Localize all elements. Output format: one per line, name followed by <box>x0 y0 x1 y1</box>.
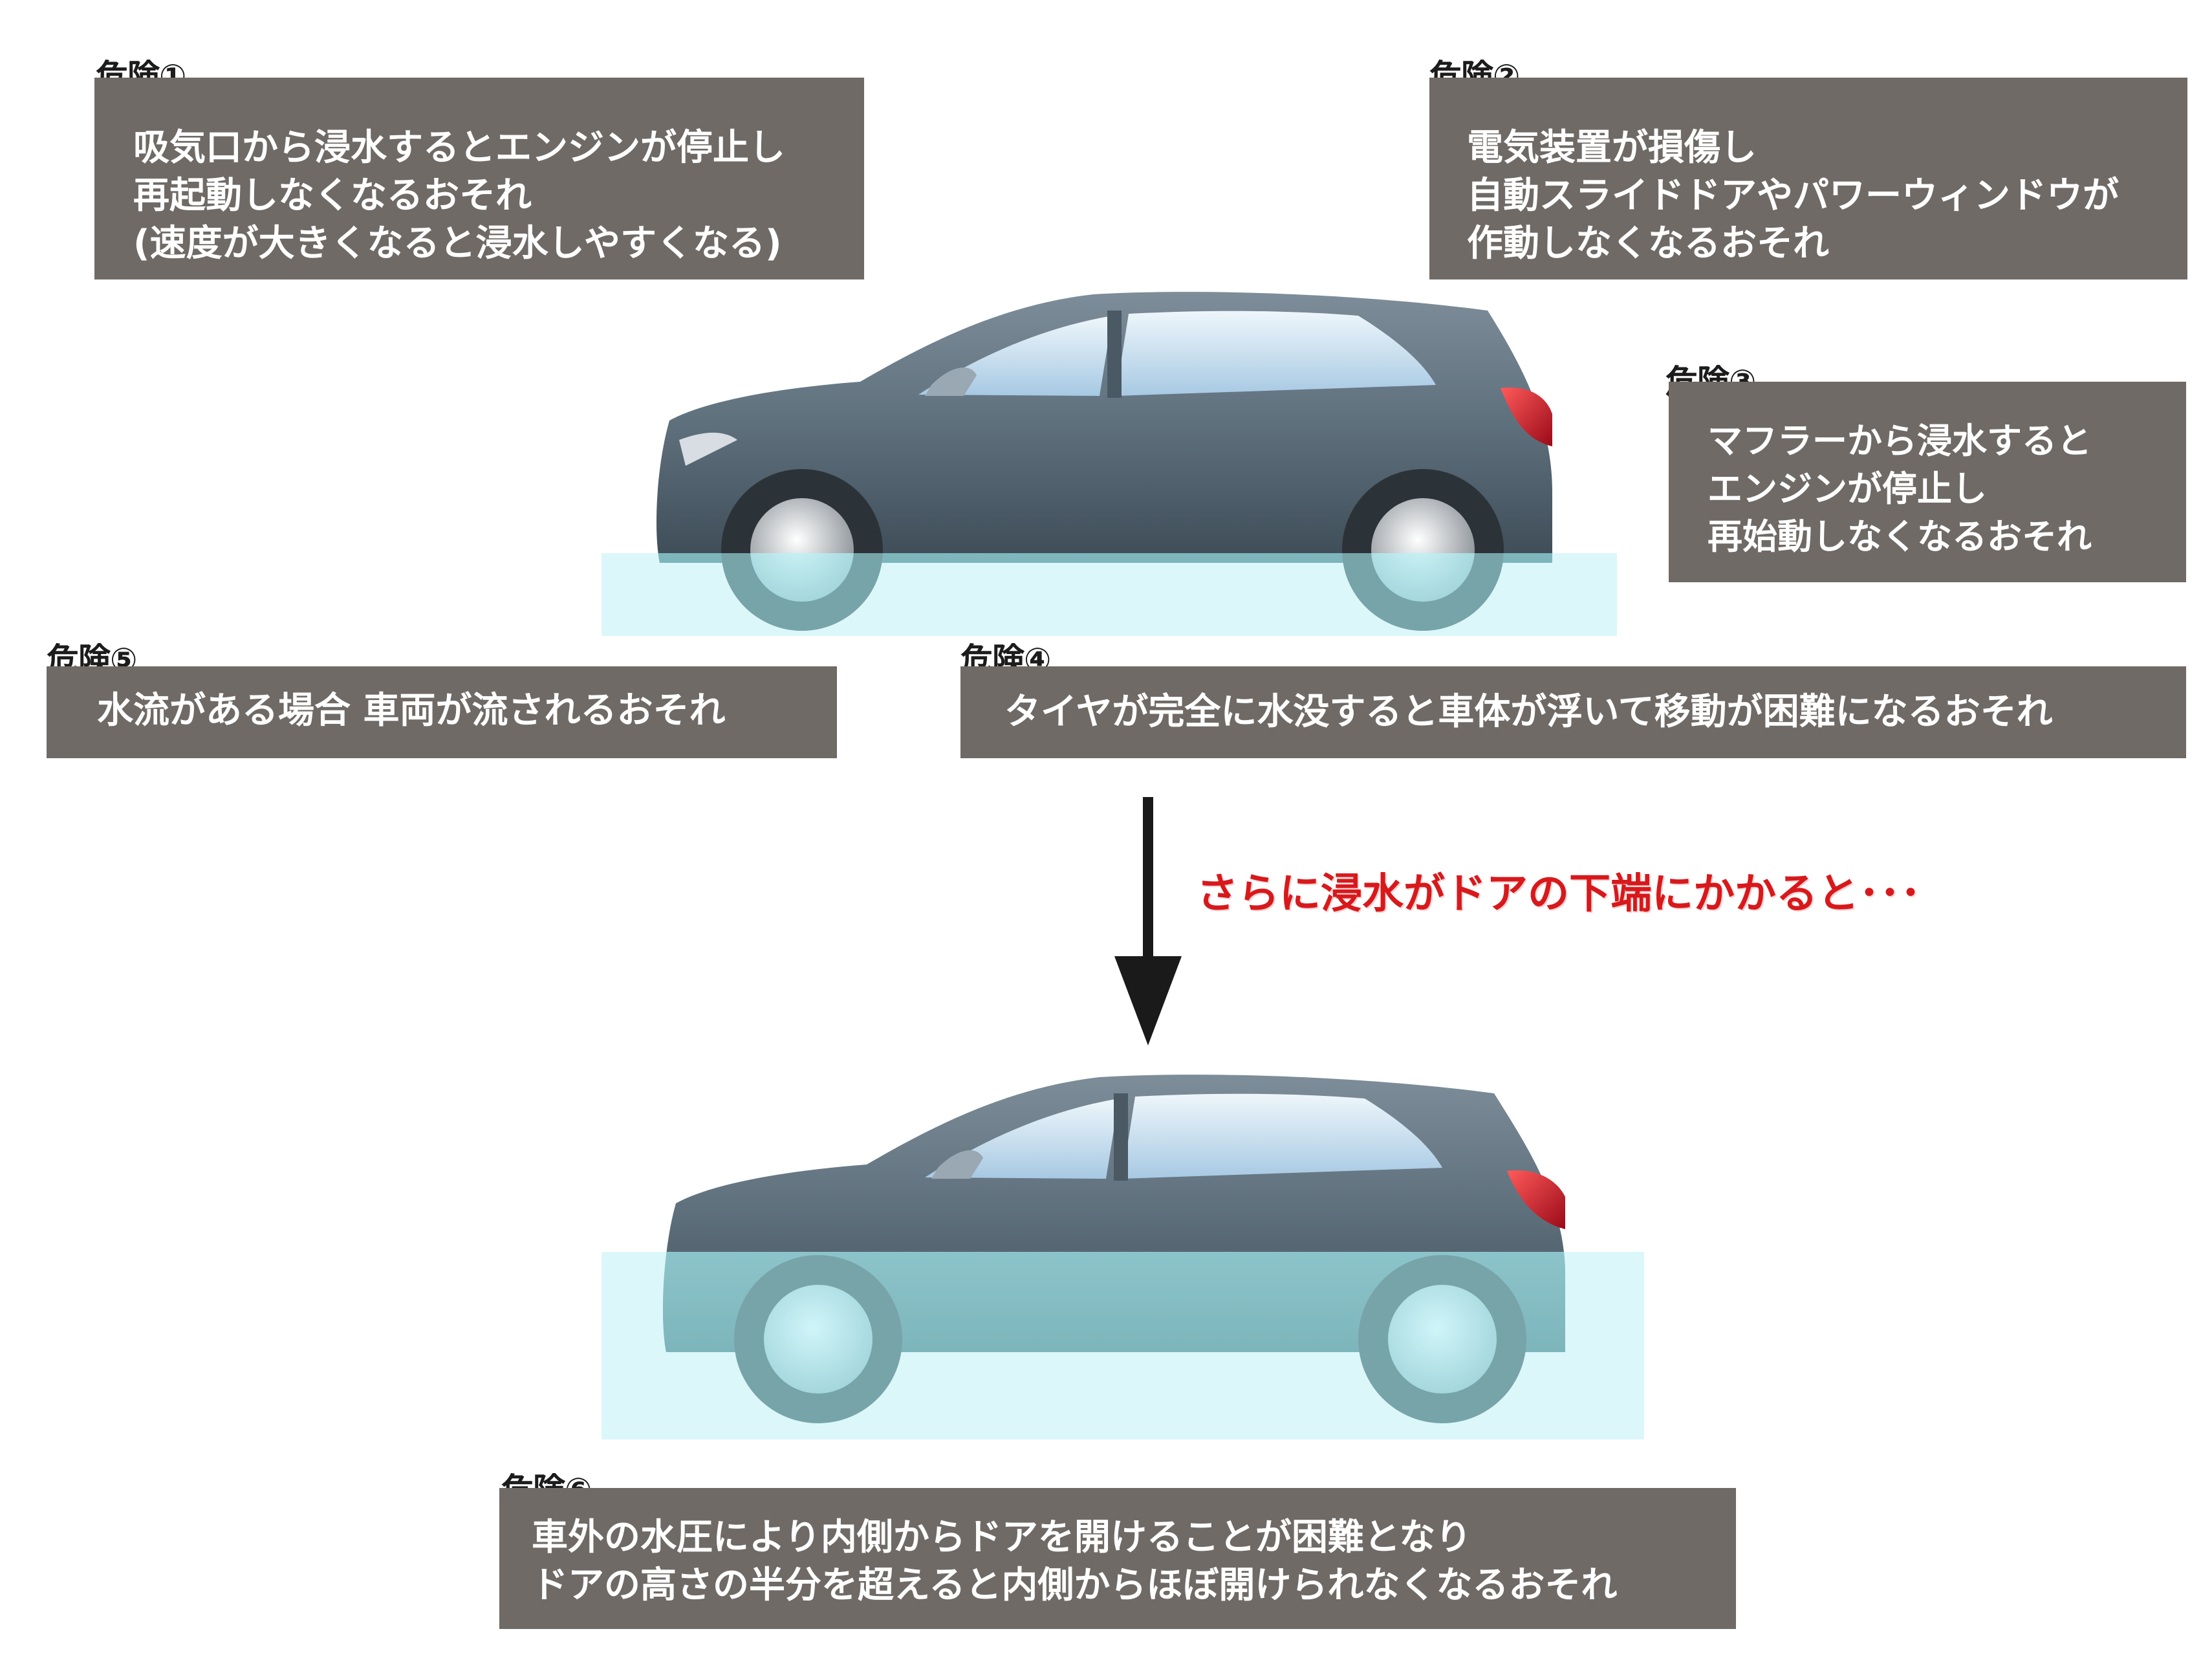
danger-2-box: 電気装置が損傷し 自動スライドドアやパワーウィンドウが 作動しなくなるおそれ <box>1429 78 2187 279</box>
danger-4-box: タイヤが完全に水没すると車体が浮いて移動が困難になるおそれ <box>960 666 2186 758</box>
danger-1-line-1: 吸気口から浸水するとエンジンが停止し <box>133 127 785 169</box>
danger-1-line-3: (速度が大きくなると浸水しやすくなる) <box>133 223 782 265</box>
danger-2-line-2: 自動スライドドアやパワーウィンドウが <box>1467 175 2119 217</box>
danger-3-line-3: 再始動しなくなるおそれ <box>1708 516 2092 557</box>
danger-6-box: 車外の水圧により内側からドアを開けることが困難となり ドアの高さの半分を超えると… <box>499 1488 1736 1629</box>
callout-text: さらに浸水がドアの下端にかかると･･･ <box>1197 870 1921 918</box>
danger-5-line-1: 水流がある場合 車両が流されるおそれ <box>97 690 726 732</box>
water-icon <box>602 553 1617 636</box>
down-arrow-icon <box>1143 797 1153 965</box>
danger-2-line-1: 電気装置が損傷し <box>1467 127 1757 169</box>
danger-6-line-2: ドアの高さの半分を超えると内側からほぼ開けられなくなるおそれ <box>532 1564 1618 1606</box>
danger-1-box: 吸気口から浸水するとエンジンが停止し 再起動しなくなるおそれ (速度が大きくなる… <box>94 78 864 279</box>
danger-3-line-1: マフラーから浸水すると <box>1708 421 2092 461</box>
danger-2-line-3: 作動しなくなるおそれ <box>1467 223 1829 265</box>
water-icon <box>602 1252 1644 1439</box>
danger-3-line-2: エンジンが停止し <box>1708 468 1987 509</box>
danger-5-box: 水流がある場合 車両が流されるおそれ <box>47 666 837 758</box>
down-arrow-head <box>1114 956 1182 1045</box>
danger-6-line-1: 車外の水圧により内側からドアを開けることが困難となり <box>532 1516 1472 1558</box>
danger-3-box: マフラーから浸水すると エンジンが停止し 再始動しなくなるおそれ <box>1669 382 2186 582</box>
danger-1-line-2: 再起動しなくなるおそれ <box>133 175 532 217</box>
danger-4-line-1: タイヤが完全に水没すると車体が浮いて移動が困難になるおそれ <box>1004 691 2053 733</box>
